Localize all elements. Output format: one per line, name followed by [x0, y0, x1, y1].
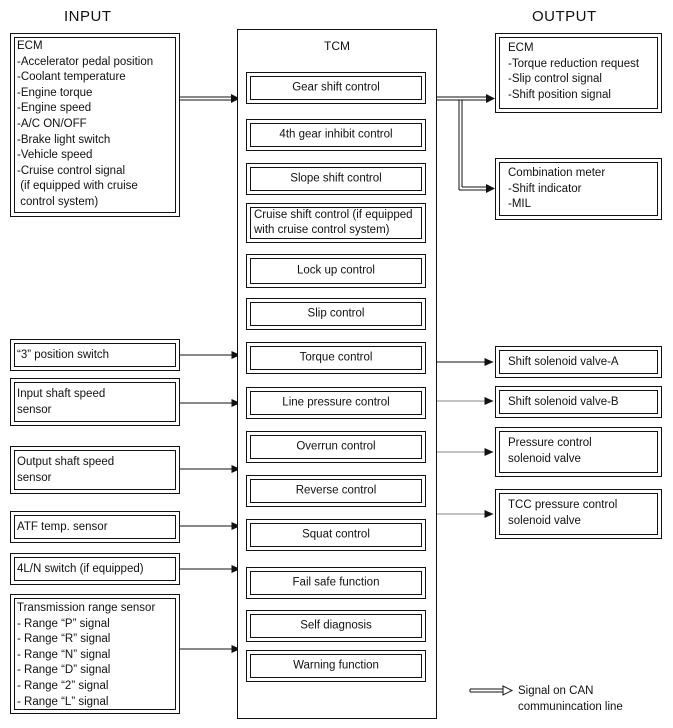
control-cruise-shift: Cruise shift control (if equipped with c… [246, 203, 426, 243]
tcc-pressure-box: TCC pressure control solenoid valve [495, 489, 662, 539]
combination-meter-text: Combination meter -Shift indicator -MIL [508, 167, 606, 211]
control-torque: Torque control [246, 342, 426, 374]
control-reverse: Reverse control [246, 475, 426, 507]
shift-solenoid-b-box: Shift solenoid valve-B [495, 386, 662, 418]
control-fail-safe: Fail safe function [246, 567, 426, 599]
input-shaft-speed-text: Input shaft speed sensor [17, 388, 106, 416]
legend-can-arrow [469, 685, 514, 696]
range-sensor-box: Transmission range sensor - Range “P” si… [10, 594, 180, 714]
control-label: Reverse control [295, 484, 377, 497]
control-overrun: Overrun control [246, 431, 426, 463]
control-label: Overrun control [296, 440, 376, 453]
legend-label: Signal on CAN communincation line [518, 685, 623, 713]
control-gear-shift: Gear shift control [246, 72, 426, 104]
4l-n-switch-box: 4L/N switch (if equipped) [10, 553, 180, 585]
control-lock-up: Lock up control [246, 254, 426, 288]
can-line-tcm-out [437, 94, 495, 193]
control-squat: Squat control [246, 519, 426, 551]
can-line-ecm-in [180, 94, 240, 103]
input-shaft-speed-box: Input shaft speed sensor [10, 378, 180, 426]
range-sensor-text: Transmission range sensor - Range “P” si… [17, 602, 156, 708]
shift-solenoid-a-box: Shift solenoid valve-A [495, 346, 662, 378]
control-label: Slip control [307, 307, 365, 320]
input-ecm-box: ECM -Accelerator pedal position -Coolant… [10, 33, 180, 217]
control-label: Squat control [302, 528, 370, 541]
control-label: Fail safe function [292, 576, 380, 589]
control-label: Gear shift control [292, 81, 380, 94]
control-label: Torque control [299, 351, 373, 364]
tcm-title: TCM [324, 39, 350, 53]
control-slope-shift: Slope shift control [246, 163, 426, 195]
input-header: INPUT [64, 8, 112, 25]
pressure-control-text: Pressure control solenoid valve [508, 437, 592, 465]
control-slip: Slip control [246, 298, 426, 330]
control-warning: Warning function [246, 650, 426, 682]
control-label: Self diagnosis [300, 619, 372, 632]
output-ecm-text: ECM -Torque reduction request -Slip cont… [508, 42, 640, 101]
atf-temp-sensor-box: ATF temp. sensor [10, 511, 180, 543]
control-label: Line pressure control [282, 396, 390, 409]
control-label: Cruise shift control (if equipped with c… [254, 209, 413, 236]
shift-solenoid-a-text: Shift solenoid valve-A [508, 356, 619, 368]
control-self-diagnosis: Self diagnosis [246, 610, 426, 642]
control-line-pressure: Line pressure control [246, 387, 426, 419]
output-shaft-speed-box: Output shaft speed sensor [10, 446, 180, 494]
shift-solenoid-b-text: Shift solenoid valve-B [508, 396, 619, 408]
control-label: Warning function [293, 659, 379, 672]
input-position-switch-text: “3” position switch [17, 349, 110, 361]
control-label: Lock up control [297, 264, 375, 277]
atf-temp-sensor-text: ATF temp. sensor [17, 521, 108, 533]
output-header: OUTPUT [532, 8, 597, 25]
combination-meter-box: Combination meter -Shift indicator -MIL [495, 158, 662, 220]
output-ecm-box: ECM -Torque reduction request -Slip cont… [495, 33, 662, 113]
output-shaft-speed-text: Output shaft speed sensor [17, 456, 115, 484]
pressure-control-box: Pressure control solenoid valve [495, 427, 662, 477]
input-ecm-text: ECM -Accelerator pedal position -Coolant… [17, 40, 154, 208]
tcc-pressure-text: TCC pressure control solenoid valve [508, 499, 618, 527]
control-4th-gear-inhibit: 4th gear inhibit control [246, 119, 426, 151]
4l-n-switch-text: 4L/N switch (if equipped) [17, 563, 144, 575]
input-position-switch-box: “3” position switch [10, 339, 180, 371]
control-label: 4th gear inhibit control [279, 128, 393, 141]
control-label: Slope shift control [290, 172, 382, 185]
